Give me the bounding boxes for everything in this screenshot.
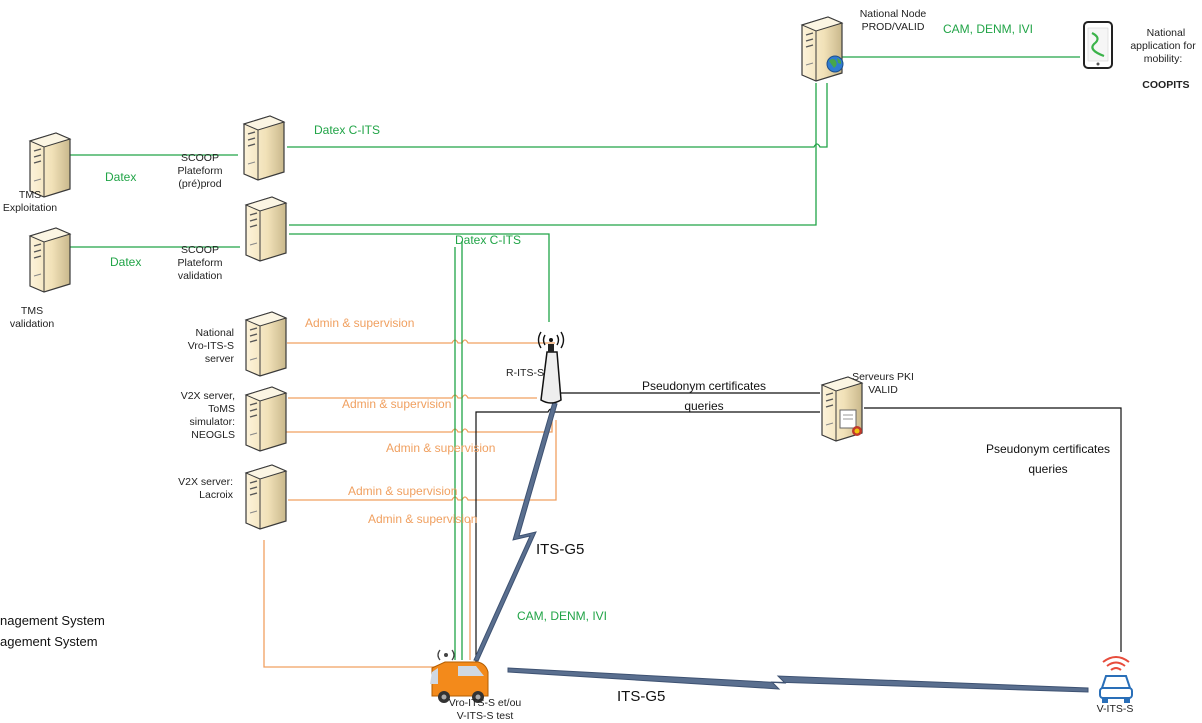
tms-validation-server-icon xyxy=(29,227,71,293)
pseudonym-label-2: Pseudonym certificates queries xyxy=(985,442,1111,476)
scoop-preprod-label: SCOOP Plateform (pré)prod xyxy=(177,152,223,190)
vertical-links xyxy=(454,241,471,660)
admin-supervision-label-2: Admin & supervision xyxy=(342,397,452,411)
tms-exploitation-server-icon xyxy=(29,132,71,198)
certificate-icon xyxy=(839,409,862,436)
car-icon xyxy=(1099,656,1133,703)
legend-line-2: agement System xyxy=(0,634,98,649)
v-its-s-label: V-ITS-S xyxy=(1096,703,1134,715)
r-its-s-label: R-ITS-S xyxy=(506,367,544,379)
tms-exploitation-label: TMS Exploitation xyxy=(2,189,58,214)
pseudonym-label-1: Pseudonym certificates queries xyxy=(641,379,767,413)
antenna-icon xyxy=(537,331,565,404)
v2x-neogls-label: V2X server, ToMS simulator: NEOGLS xyxy=(180,390,235,441)
datex-cits-label-2: Datex C-ITS xyxy=(455,233,522,247)
national-vro-label: National Vro-ITS-S server xyxy=(187,327,234,365)
datex-cits-label-1: Datex C-ITS xyxy=(314,123,381,137)
pki-label: Serveurs PKI VALID xyxy=(852,371,914,396)
its-g5-label-1: ITS-G5 xyxy=(536,541,585,558)
tms-validation-label: TMS validation xyxy=(9,305,55,330)
v2x-lacroix-label: V2X server: Lacroix xyxy=(178,476,233,501)
its-g5-label-2: ITS-G5 xyxy=(617,688,666,705)
national-vro-server-icon xyxy=(245,311,287,377)
scoop-validation-label: SCOOP Plateform validation xyxy=(177,244,223,282)
admin-supervision-label-3: Admin & supervision xyxy=(386,441,496,455)
v2x-neogls-server-icon xyxy=(245,386,287,452)
vro-its-s-label: Vro-ITS-S et/ou V-ITS-S test xyxy=(448,697,522,722)
green-links xyxy=(70,56,1080,322)
national-app-text: National application for mobility: xyxy=(1130,27,1196,65)
scoop-preprod-server-icon xyxy=(243,115,285,181)
admin-supervision-label-4: Admin & supervision xyxy=(348,484,458,498)
legend-line-1: nagement System xyxy=(0,613,105,628)
wireless-links xyxy=(473,401,1089,693)
national-app-label: National application for mobility: COOPI… xyxy=(1124,14,1202,92)
globe-icon xyxy=(826,55,844,73)
admin-supervision-label-1: Admin & supervision xyxy=(305,316,415,330)
admin-supervision-label-5: Admin & supervision xyxy=(368,512,478,526)
national-app-bold: COOPITS xyxy=(1142,79,1190,91)
van-icon xyxy=(430,649,489,703)
orange-links xyxy=(263,339,557,668)
national-node-label: National Node PROD/VALID xyxy=(859,8,927,33)
datex-label-1: Datex xyxy=(105,170,137,184)
datex-label-2: Datex xyxy=(110,255,142,269)
cam-denm-ivi-bottom-label: CAM, DENM, IVI xyxy=(517,609,608,623)
cam-denm-ivi-top-label: CAM, DENM, IVI xyxy=(943,22,1034,36)
v2x-lacroix-server-icon xyxy=(245,464,287,530)
phone-icon xyxy=(1083,21,1113,69)
scoop-validation-server-icon xyxy=(245,196,287,262)
